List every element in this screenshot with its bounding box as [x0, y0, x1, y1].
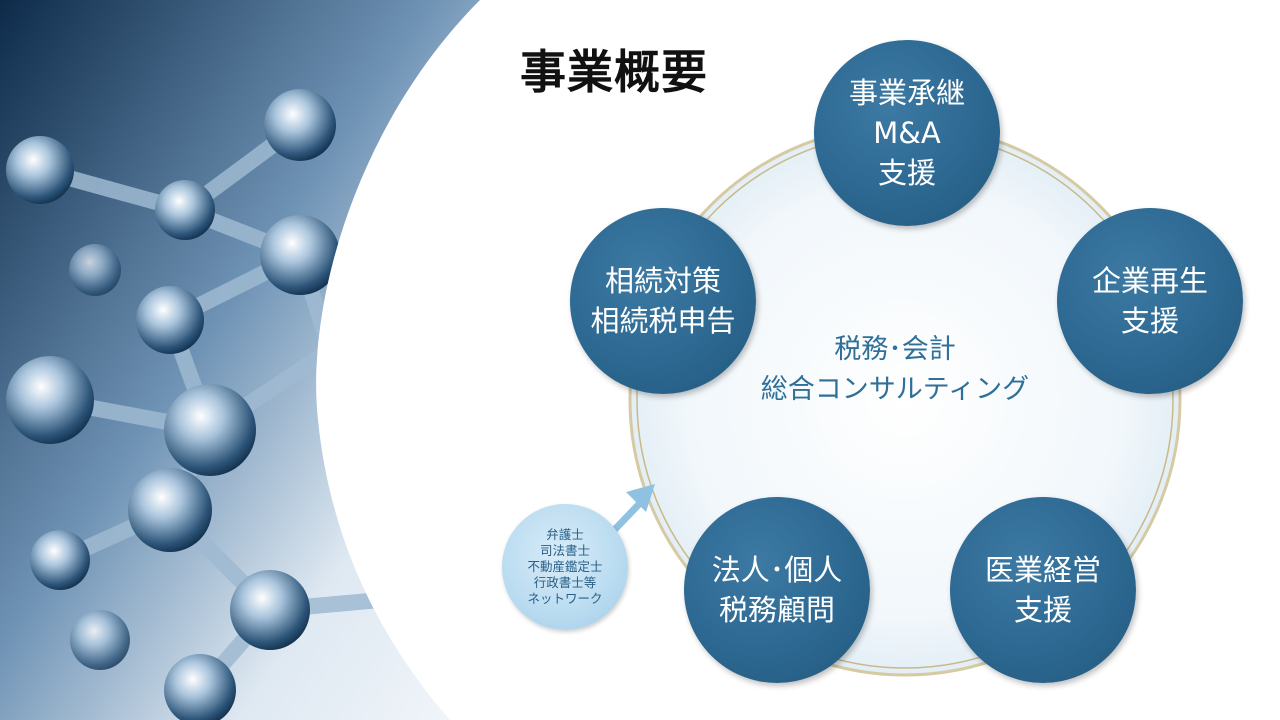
professional-network-bubble: 弁護士 司法書士 不動産鑑定士 行政書士等 ネットワーク — [502, 504, 628, 630]
node-label: 支援 — [877, 156, 936, 190]
center-line-1: 税務･会計 — [834, 334, 956, 365]
node-corporate-revitalization: 企業再生 支援 — [1057, 208, 1243, 394]
network-line: ネットワーク — [527, 591, 603, 606]
network-line: 司法書士 — [539, 543, 590, 558]
node-label: 支援 — [1120, 304, 1179, 338]
page-title: 事業概要 — [520, 45, 708, 99]
center-label: 税務･会計 総合コンサルティング — [720, 330, 1070, 410]
network-line: 弁護士 — [546, 527, 584, 542]
node-label: 支援 — [1013, 593, 1072, 627]
node-business-succession: 事業承継 M&A 支援 — [814, 40, 1000, 226]
node-label: 企業再生 — [1091, 264, 1208, 298]
node-label: 法人･個人 — [711, 553, 843, 587]
node-label: 医業経営 — [984, 553, 1101, 587]
node-medical-management: 医業経営 支援 — [950, 497, 1136, 683]
node-label: 相続対策 — [604, 264, 721, 298]
network-line: 不動産鑑定士 — [527, 559, 603, 574]
node-tax-advisory: 法人･個人 税務顧問 — [684, 497, 870, 683]
node-label: 事業承継 — [848, 76, 965, 110]
node-inheritance: 相続対策 相続税申告 — [570, 208, 756, 394]
center-line-2: 総合コンサルティング — [760, 374, 1030, 405]
node-label: M&A — [873, 116, 941, 150]
node-label: 相続税申告 — [590, 304, 736, 338]
node-label: 税務顧問 — [718, 593, 835, 627]
network-line: 行政書士等 — [533, 575, 597, 590]
